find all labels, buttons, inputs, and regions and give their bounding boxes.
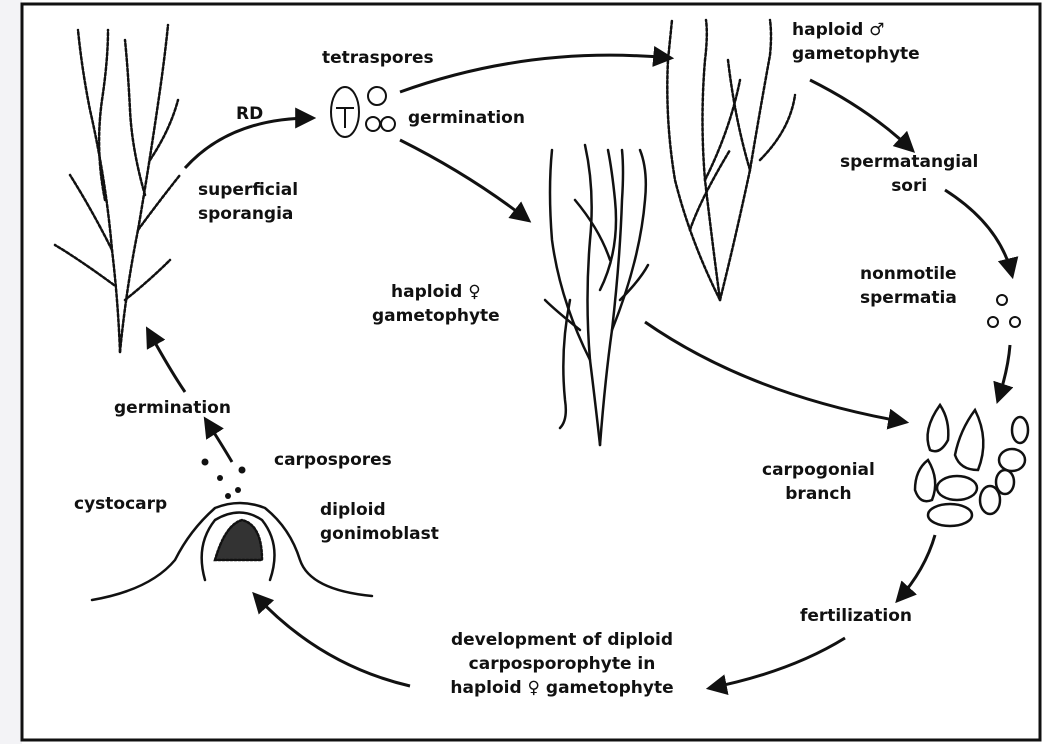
arrow-spermatia-to-carpogonial [998,345,1010,400]
label-superficial-sporangia: superficial sporangia [198,178,298,226]
label-carpospores: carpospores [274,448,392,472]
label-superficial-sporangia-line1: superficial [198,178,298,202]
label-fertilization: fertilization [800,604,912,628]
arrow-tetraspores-to-female [400,140,528,220]
label-germination-left: germination [114,396,231,420]
label-superficial-sporangia-line2: sporangia [198,202,298,226]
label-nonmotile-line2: spermatia [860,286,957,310]
label-development-line1: development of diploid [412,628,712,652]
label-carpogonial-line2: branch [762,482,875,506]
label-haploid-male-line2: gametophyte [792,42,920,66]
label-spermatangial-sori: spermatangial sori [840,150,978,198]
label-haploid-female-line2: gametophyte [372,304,500,328]
arrow-fertilization-to-development [710,638,845,688]
carpogonial-branch-cells [915,405,1028,526]
arrow-carpospores-to-germination [206,420,232,462]
label-development-carposporophyte: development of diploid carposporophyte i… [412,628,712,700]
label-nonmotile-spermatia: nonmotile spermatia [860,262,957,310]
label-nonmotile-line1: nonmotile [860,262,957,286]
tetrasporophyte-plant [55,25,180,352]
arrow-development-to-cystocarp [255,595,410,686]
label-haploid-male-line1: haploid ♂ [792,18,920,42]
female-gametophyte-plant [545,145,648,445]
arrow-tetraspores-to-male [400,55,670,92]
label-diploid-gonimoblast: diploid gonimoblast [320,498,439,546]
label-haploid-female-line1: haploid ♀ [372,280,500,304]
carpospores-dots [202,459,246,500]
label-spermatangial-line1: spermatangial [840,150,978,174]
label-diploid-line1: diploid [320,498,439,522]
label-development-line3: haploid ♀ gametophyte [412,676,712,700]
label-rd: RD [236,102,263,126]
arrow-germination-to-tetrasporophyte [148,330,185,392]
label-haploid-male-gametophyte: haploid ♂ gametophyte [792,18,920,66]
label-cystocarp: cystocarp [74,492,167,516]
arrow-carpogonial-to-fertilization [898,535,935,600]
label-tetraspores: tetraspores [322,46,434,70]
label-diploid-line2: gonimoblast [320,522,439,546]
label-germination-top: germination [408,106,525,130]
label-carpogonial-branch: carpogonial branch [762,458,875,506]
tetraspores-cells [331,87,395,137]
spermatia-cells [988,295,1020,327]
arrow-female-to-carpogonial [645,322,905,422]
label-development-line2: carposporophyte in [412,652,712,676]
male-gametophyte-plant [667,20,795,300]
arrow-male-to-sori [810,80,912,150]
label-haploid-female-gametophyte: haploid ♀ gametophyte [372,280,500,328]
label-carpogonial-line1: carpogonial [762,458,875,482]
label-spermatangial-line2: sori [840,174,978,198]
